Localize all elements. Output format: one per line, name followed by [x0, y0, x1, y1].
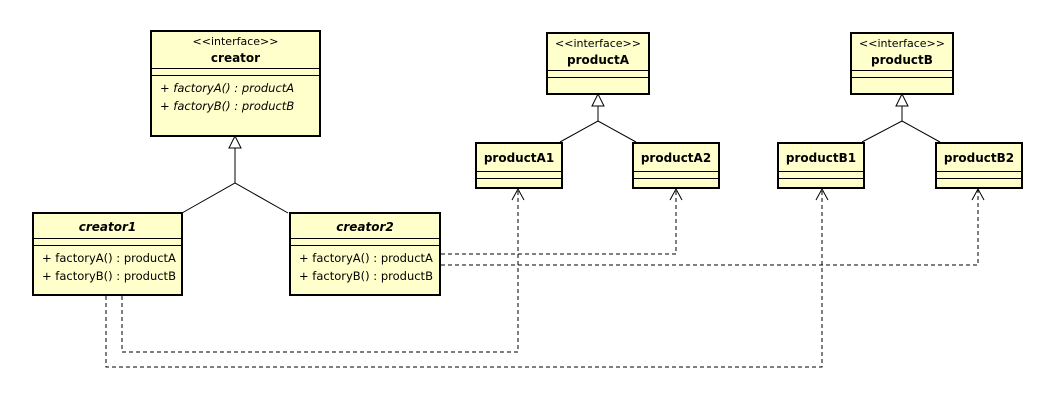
class-header: <<interface>> creator: [152, 32, 319, 68]
class-header: <<interface>> productA: [548, 34, 648, 70]
operations-compartment: [634, 178, 718, 185]
class-name: productA2: [640, 151, 712, 165]
operations-compartment: + factoryA() : productA + factoryB() : p…: [34, 245, 181, 287]
attributes-compartment: [548, 70, 648, 77]
class-header: productA1: [477, 144, 561, 171]
operations-compartment: [477, 178, 561, 185]
operations-compartment: [852, 77, 952, 84]
class-name: productA: [566, 53, 630, 67]
stereotype-label: <<interface>>: [192, 35, 279, 48]
class-name: creator: [210, 51, 261, 65]
dependency-creator2-productB2: [441, 187, 985, 266]
class-header: productB2: [937, 144, 1021, 171]
operation: + factoryB() : productB: [299, 269, 433, 283]
class-header: creator2: [291, 214, 439, 238]
class-header: creator1: [34, 214, 181, 238]
attributes-compartment: [477, 171, 561, 178]
operations-compartment: [779, 178, 863, 185]
stereotype-label: <<interface>>: [859, 37, 945, 50]
attributes-compartment: [291, 238, 439, 245]
class-name: productB: [871, 53, 933, 67]
operation: + factoryB() : productB: [42, 269, 176, 283]
class-header: <<interface>> productB: [852, 34, 952, 70]
operation: + factoryA() : productA: [42, 251, 176, 265]
class-creator2[interactable]: creator2 + factoryA() : productA + facto…: [289, 212, 441, 296]
class-productB1[interactable]: productB1: [777, 142, 865, 189]
operations-compartment: + factoryA() : productA + factoryB() : p…: [291, 245, 439, 287]
class-productA[interactable]: <<interface>> productA: [546, 32, 650, 95]
class-header: productB1: [779, 144, 863, 171]
class-name: creator1: [78, 220, 137, 234]
attributes-compartment: [852, 70, 952, 77]
attributes-compartment: [937, 171, 1021, 178]
stereotype-label: <<interface>>: [555, 37, 641, 50]
attributes-compartment: [634, 171, 718, 178]
class-productB2[interactable]: productB2: [935, 142, 1023, 189]
operations-compartment: [937, 178, 1021, 185]
dependency-creator1-productB1: [105, 187, 829, 368]
class-creator[interactable]: <<interface>> creator + factoryA() : pro…: [150, 30, 321, 137]
attributes-compartment: [152, 68, 319, 75]
class-creator1[interactable]: creator1 + factoryA() : productA + facto…: [32, 212, 183, 296]
realization-productB: [861, 92, 941, 143]
operations-compartment: [548, 77, 648, 84]
class-name: productB1: [785, 151, 857, 165]
operation: + factoryA() : productA: [299, 251, 433, 265]
class-name: productB2: [943, 151, 1015, 165]
class-header: productA2: [634, 144, 718, 171]
class-productA1[interactable]: productA1: [475, 142, 563, 189]
attributes-compartment: [779, 171, 863, 178]
class-name: creator2: [336, 220, 394, 234]
class-name: productA1: [483, 151, 555, 165]
class-productA2[interactable]: productA2: [632, 142, 720, 189]
dependency-creator2-productA2: [441, 187, 683, 255]
attributes-compartment: [34, 238, 181, 245]
realization-creator: [181, 134, 289, 214]
class-productB[interactable]: <<interface>> productB: [850, 32, 954, 95]
dependency-creator1-productA1: [121, 187, 525, 353]
operation: + factoryB() : productB: [160, 99, 295, 113]
realization-productA: [559, 92, 637, 143]
operations-compartment: + factoryA() : productA + factoryB() : p…: [152, 75, 319, 117]
operation: + factoryA() : productA: [160, 81, 295, 95]
